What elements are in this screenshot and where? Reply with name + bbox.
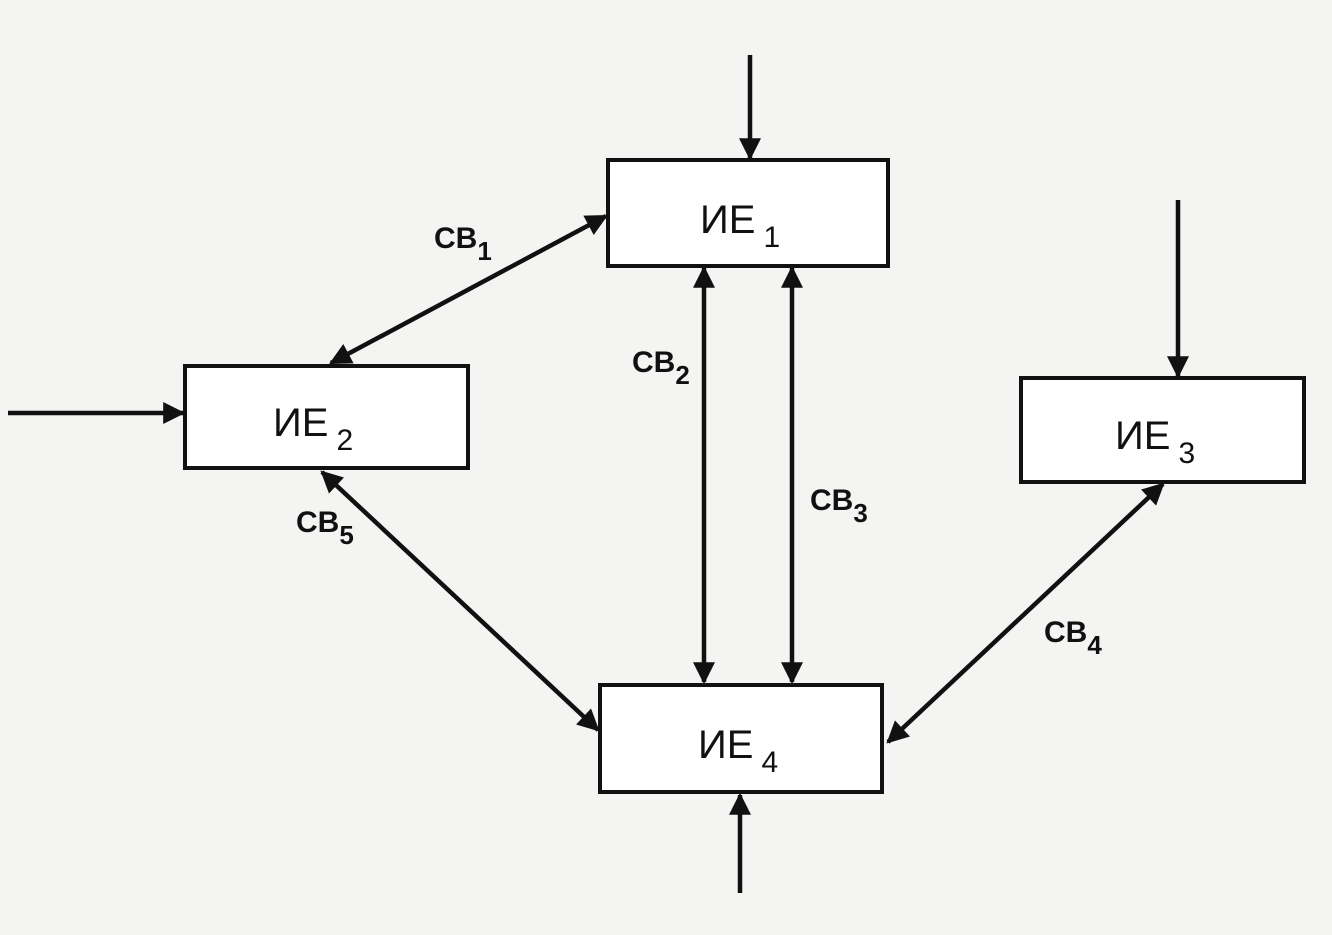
node-ie2-label: ИЕ bbox=[273, 401, 328, 445]
node-ie3-subscript: 3 bbox=[1178, 437, 1195, 470]
node-ie4-subscript: 4 bbox=[761, 746, 778, 779]
node-ie2-subscript: 2 bbox=[336, 424, 353, 457]
svg-text:ИЕ1: ИЕ1 bbox=[700, 198, 780, 254]
svg-text:ИЕ2: ИЕ2 bbox=[273, 401, 353, 457]
label-sv4: СВ4 bbox=[1044, 616, 1102, 660]
label-sv2: СВ2 bbox=[632, 346, 690, 390]
svg-text:ИЕ3: ИЕ3 bbox=[1115, 414, 1195, 470]
connection-sv4 bbox=[886, 482, 1165, 744]
label-sv3: СВ3 bbox=[810, 484, 868, 528]
svg-text:ИЕ4: ИЕ4 bbox=[698, 723, 778, 779]
node-ie1-subscript: 1 bbox=[763, 221, 780, 254]
connection-sv5 bbox=[320, 470, 600, 732]
node-ie3-label: ИЕ bbox=[1115, 414, 1170, 458]
label-sv5: СВ5 bbox=[296, 506, 354, 550]
label-sv1: СВ1 bbox=[434, 222, 492, 266]
connection-sv1 bbox=[329, 214, 608, 365]
node-ie4-label: ИЕ bbox=[698, 723, 753, 767]
node-ie1-label: ИЕ bbox=[700, 198, 755, 242]
